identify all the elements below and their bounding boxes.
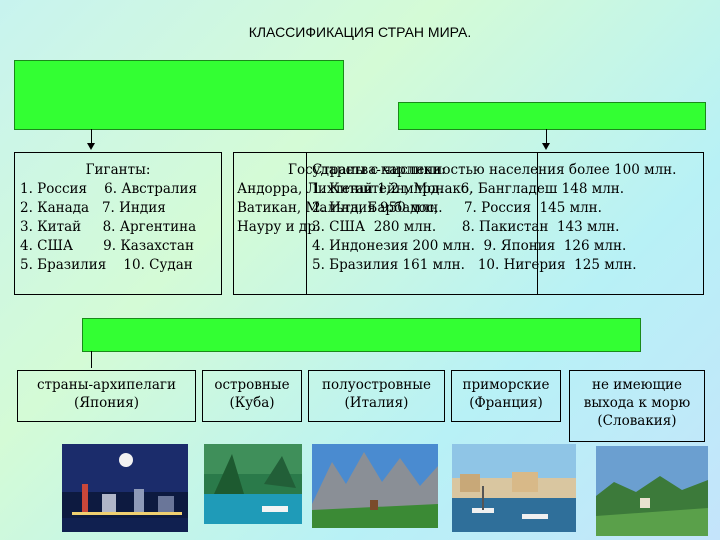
giants-row: 1. Россия 6. Австралия bbox=[20, 181, 197, 197]
archipelago-city-night-image bbox=[62, 444, 188, 532]
giants-box: Гиганты: 1. Россия 6. Австралия 2. Канад… bbox=[14, 152, 222, 295]
position-category-box bbox=[82, 318, 641, 352]
category-island: островные (Куба) bbox=[202, 370, 302, 422]
population-category-box bbox=[398, 102, 706, 130]
population-row: 5. Бразилия 161 млн. 10. Нигерия 125 млн… bbox=[312, 257, 637, 273]
category-example: (Япония) bbox=[73, 395, 140, 411]
arrow-head-icon bbox=[542, 143, 550, 150]
giants-row: 2. Канада 7. Индия bbox=[20, 200, 166, 216]
coastal-harbor-image bbox=[452, 444, 576, 532]
category-label: полуостровные bbox=[322, 377, 431, 393]
population-row: 1. Китай 1,2 млрд. 6. Бангладеш 148 млн. bbox=[312, 181, 625, 197]
giants-row: 3. Китай 8. Аргентина bbox=[20, 219, 197, 235]
category-peninsula: полуостровные (Италия) bbox=[308, 370, 445, 422]
connector-line bbox=[91, 129, 92, 143]
size-category-box bbox=[14, 60, 344, 130]
peninsula-mountains-image bbox=[312, 444, 438, 528]
category-archipelago: страны-архипелаги (Япония) bbox=[17, 370, 196, 422]
page-title: КЛАССИФИКАЦИЯ СТРАН МИРА. bbox=[248, 24, 472, 40]
category-example: (Словакия) bbox=[597, 413, 677, 429]
population-row: 2. Индия 950 млн. 7. Россия 145 млн. bbox=[312, 200, 602, 216]
category-landlocked: не имеющие выхода к морю (Словакия) bbox=[569, 370, 705, 442]
landlocked-landscape-image bbox=[596, 446, 708, 536]
island-beach-image bbox=[204, 444, 302, 524]
category-label: страны-архипелаги bbox=[36, 377, 176, 393]
arrow-head-icon bbox=[87, 143, 95, 150]
category-example: (Италия) bbox=[344, 395, 409, 411]
giants-heading: Гиганты: bbox=[85, 162, 151, 178]
category-label: не имеющие выхода к морю bbox=[583, 377, 691, 411]
category-label: островные bbox=[214, 377, 290, 393]
category-example: (Куба) bbox=[229, 395, 275, 411]
population-box bbox=[306, 152, 704, 295]
giants-row: 5. Бразилия 10. Судан bbox=[20, 257, 193, 273]
giants-row: 4. США 9. Казахстан bbox=[20, 238, 194, 254]
population-row: 3. США 280 млн. 8. Пакистан 143 млн. bbox=[312, 219, 620, 235]
category-example: (Франция) bbox=[469, 395, 543, 411]
population-row: 4. Индонезия 200 млн. 9. Япония 126 млн. bbox=[312, 238, 627, 254]
category-label: приморские bbox=[462, 377, 550, 393]
micro-states-heading: Государства-карлики: bbox=[288, 162, 446, 178]
connector-line bbox=[546, 129, 547, 143]
micro-states-row: Ватикан, Мальта, Барбадос, bbox=[237, 200, 439, 216]
micro-states-row: Науру и др. bbox=[237, 219, 321, 235]
category-coastal: приморские (Франция) bbox=[451, 370, 561, 422]
population-heading: Страны с численностью населения более 10… bbox=[312, 162, 677, 178]
connector-line bbox=[91, 351, 92, 368]
micro-states-row: Андорра, Лихтенштейн, Монако, bbox=[237, 181, 474, 197]
